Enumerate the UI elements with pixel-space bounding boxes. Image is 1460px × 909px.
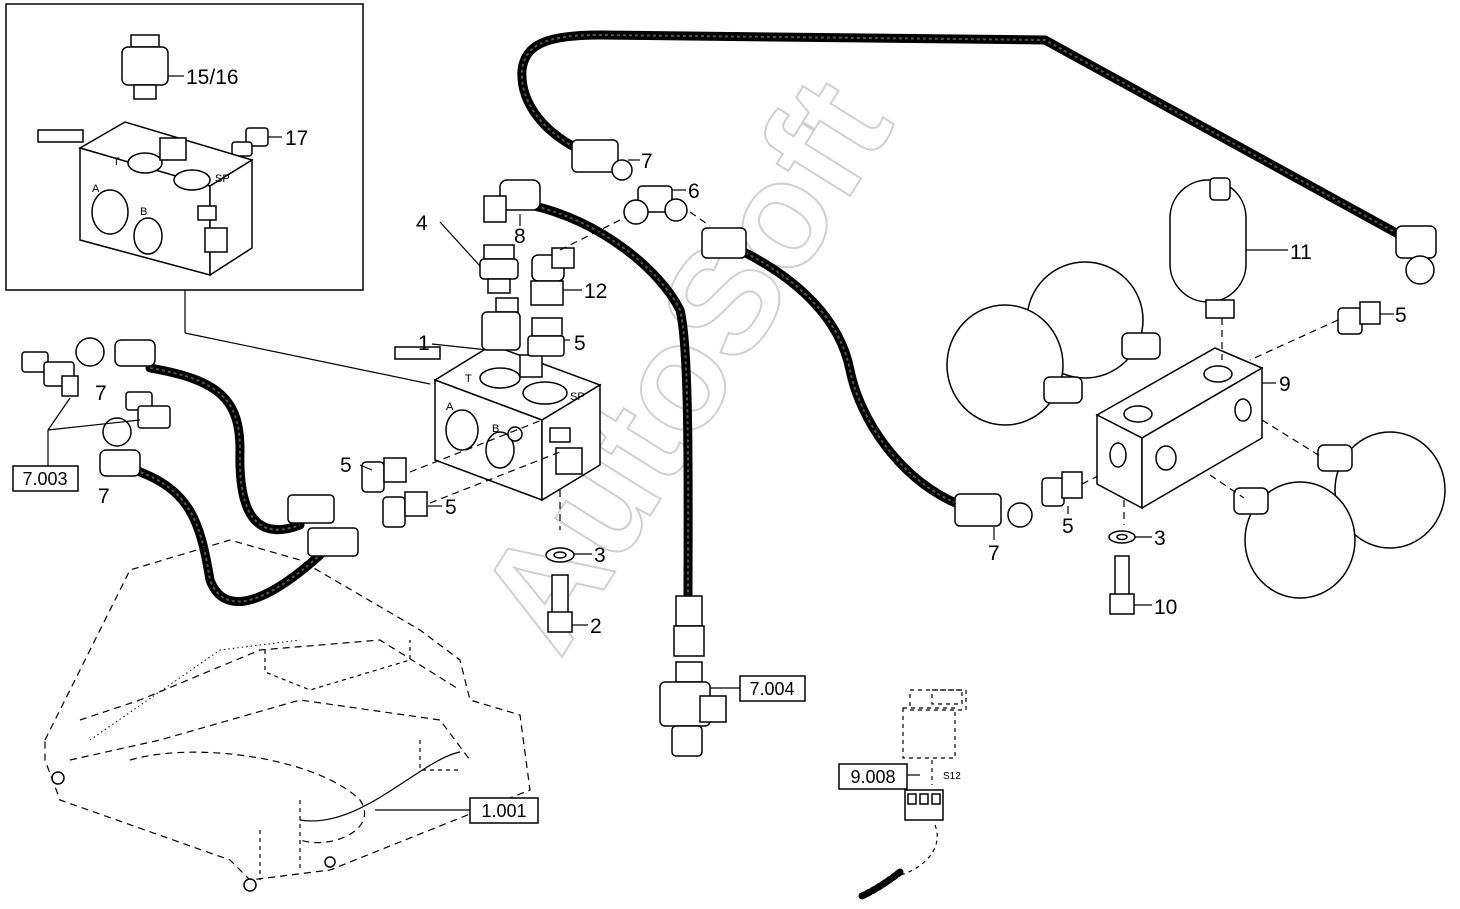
bolt-10 <box>1109 555 1135 615</box>
hose-8-ends <box>483 179 705 657</box>
ref-box-7003[interactable] <box>12 465 79 492</box>
fitting-5-right-a <box>1041 471 1083 507</box>
callout-5-lower-b: 5 <box>445 496 457 519</box>
switch-s12 <box>858 689 967 900</box>
bolt-2 <box>547 574 573 633</box>
ref-1-001[interactable]: 1.001 <box>481 801 526 821</box>
port-a: A <box>446 401 454 413</box>
callout-7-right: 7 <box>988 542 1000 565</box>
middle-hose-ends <box>701 227 1033 528</box>
fitting-5-right-b <box>1337 301 1381 335</box>
frame-part <box>44 539 531 892</box>
label-17: 17 <box>285 127 308 150</box>
callout-10: 10 <box>1154 596 1177 619</box>
callout-9: 9 <box>1279 373 1291 396</box>
tee-fitting-7003-a <box>21 351 79 397</box>
ref-box-1001[interactable] <box>469 797 539 824</box>
fitting-4 <box>479 244 519 294</box>
pressure-switch-part <box>121 34 184 100</box>
label-15-16: 15/16 <box>186 66 239 89</box>
inset-port-t: T <box>113 156 120 168</box>
washer-3-right <box>1108 530 1136 544</box>
port-t: T <box>465 373 472 385</box>
callout-1: 1 <box>418 332 430 355</box>
ref-7-004[interactable]: 7.004 <box>749 679 794 699</box>
callout-4: 4 <box>416 212 428 235</box>
inset-detail: 15/16 17 T A B SP <box>5 3 364 291</box>
plug-part <box>231 127 282 157</box>
accumulator-front-right <box>1233 481 1356 599</box>
tee-fitting-6 <box>623 185 688 225</box>
callout-5-right-b: 5 <box>1395 304 1407 327</box>
switch-label-s12: S12 <box>943 771 961 782</box>
callout-11: 11 <box>1290 241 1312 264</box>
fitting-5-top <box>527 317 565 357</box>
callout-5-lower-a: 5 <box>340 454 352 477</box>
fitting-5-lower-a <box>361 457 407 493</box>
port-b: B <box>492 423 499 435</box>
inset-port-b: B <box>140 206 147 218</box>
callout-3-right: 3 <box>1154 527 1166 550</box>
valve-block: T A B SP <box>394 344 602 502</box>
fitting-5-lower-b <box>382 491 428 528</box>
callout-7-left-top: 7 <box>95 382 107 405</box>
callout-5-top: 5 <box>574 332 586 355</box>
inset-valve-block: T A B SP <box>37 121 254 277</box>
callout-3-left: 3 <box>594 544 606 567</box>
callout-8: 8 <box>514 225 526 248</box>
top-hose-ends <box>571 139 1437 285</box>
ref-7-003[interactable]: 7.003 <box>22 469 67 489</box>
hose-ends-left <box>75 337 359 557</box>
ref-box-7004[interactable] <box>739 675 806 702</box>
callout-2: 2 <box>590 615 602 638</box>
port-sp: SP <box>570 391 585 403</box>
pressure-sensor-part <box>481 297 521 351</box>
accumulator-back-right <box>1317 431 1446 549</box>
washer-3 <box>545 547 575 563</box>
inset-port-sp: SP <box>215 173 230 185</box>
inset-port-a: A <box>92 183 100 195</box>
tee-fitting-7004 <box>659 661 727 757</box>
ref-box-9008[interactable] <box>838 763 908 790</box>
accumulator-front-left <box>946 304 1083 426</box>
callout-7-top: 7 <box>641 150 653 173</box>
ref-9-008[interactable]: 9.008 <box>850 767 895 787</box>
callout-12: 12 <box>584 280 607 303</box>
accumulator-block <box>1095 347 1264 510</box>
tee-fitting-7003-b <box>125 391 171 429</box>
callout-5-right-a: 5 <box>1062 515 1074 538</box>
callout-7-left-bottom: 7 <box>98 485 110 508</box>
callout-6: 6 <box>688 180 700 203</box>
accumulator-top <box>1169 177 1247 319</box>
elbow-fitting-12 <box>530 247 575 306</box>
